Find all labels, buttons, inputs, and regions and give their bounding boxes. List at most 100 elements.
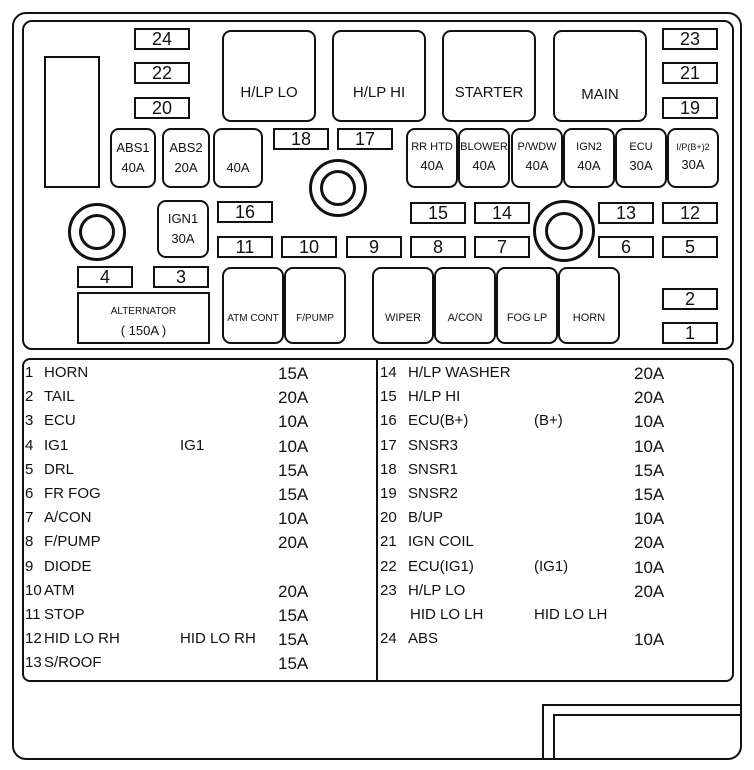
legend-number: 6	[25, 485, 34, 502]
slot-2: 2	[662, 288, 718, 310]
fuse-ign1: IGN1 30A	[157, 200, 209, 258]
legend-circuit-name: FR FOG	[44, 485, 101, 502]
relay-starter: STARTER	[442, 30, 536, 122]
legend-rating: 20A	[634, 533, 665, 553]
relay-label: H/LP LO	[240, 84, 298, 101]
legend-circuit-note: HID LO LH	[534, 606, 608, 623]
relay-wiper: WIPER	[372, 267, 434, 344]
fuse-rating: 30A	[681, 156, 705, 172]
legend-circuit-name: TAIL	[44, 388, 75, 406]
legend-circuit-name: B/UP	[408, 509, 444, 527]
legend-circuit-name: SNSR2	[408, 485, 459, 502]
legend-circuit-note: (B+)	[534, 412, 563, 430]
legend-number: 15	[380, 388, 397, 406]
slot-21: 21	[662, 62, 718, 84]
mounting-bolt-right	[533, 200, 595, 262]
slot-4: 4	[77, 266, 133, 288]
corner-bracket-inner	[553, 714, 742, 760]
relay-label: STARTER	[454, 84, 524, 101]
fuse-rating: 20A	[174, 160, 198, 175]
relay-label: H/LP HI	[352, 84, 406, 101]
relay-label: ATM CONT	[227, 313, 279, 324]
relay-atm-cont: ATM CONT	[222, 267, 284, 344]
relay-label: WIPER	[384, 312, 422, 324]
fuse-name: RR HTD	[411, 141, 453, 154]
fuse-name: IGN2	[576, 141, 602, 154]
legend-circuit-name: HID LO LH	[410, 606, 484, 623]
relay-hlp-hi: H/LP HI	[332, 30, 426, 122]
blank-block	[44, 56, 100, 188]
slot-23: 23	[662, 28, 718, 50]
fuse-rating: 40A	[121, 160, 145, 175]
slot-14: 14	[474, 202, 530, 224]
bolt-inner	[320, 170, 356, 206]
fuse-ecu: ECU 30A	[615, 128, 667, 188]
slot-20: 20	[134, 97, 190, 119]
mounting-bolt-left	[68, 203, 126, 261]
slot-12: 12	[662, 202, 718, 224]
legend-circuit-name: A/CON	[44, 509, 92, 527]
slot-7: 7	[474, 236, 530, 258]
legend-rating: 20A	[634, 364, 665, 383]
legend-circuit-note: HID LO RH	[180, 630, 256, 648]
relay-label: F/PUMP	[296, 313, 334, 324]
legend-rating: 10A	[634, 557, 665, 577]
slot-9: 9	[346, 236, 402, 258]
legend-circuit-name: ECU	[44, 412, 76, 430]
fuse-rating: 30A	[629, 158, 653, 174]
legend-number: 5	[25, 460, 34, 478]
slot-22: 22	[134, 62, 190, 84]
legend-circuit-name: DIODE	[44, 557, 92, 575]
legend-rating: 10A	[634, 630, 665, 650]
relay-acon: A/CON	[434, 267, 496, 344]
fuse-abs1: ABS1 40A	[110, 128, 156, 188]
fuse-name: I/P(B+)2	[676, 141, 710, 152]
legend-circuit-name: ECU(B+)	[408, 412, 469, 430]
fuse-blower: BLOWER 40A	[458, 128, 510, 188]
legend-rating: 10A	[634, 509, 665, 529]
slot-16: 16	[217, 201, 273, 223]
slot-18: 18	[273, 128, 329, 150]
fuse-rating: 40A	[226, 159, 250, 175]
fuse-alternator: ALTERNATOR ( 150A )	[77, 292, 210, 344]
legend-number: 18	[380, 460, 397, 478]
mounting-bolt-center	[309, 159, 367, 217]
legend-circuit-name: IG1	[44, 436, 69, 454]
legend-number: 1	[25, 364, 34, 381]
legend-rating: 10A	[634, 436, 665, 456]
legend-number: 11	[25, 606, 41, 623]
legend-number: 7	[25, 509, 34, 527]
legend-rating: 10A	[278, 436, 309, 456]
legend-circuit-name: IGN COIL	[408, 533, 474, 551]
legend-rating: 10A	[278, 412, 309, 432]
legend-number: 4	[25, 436, 34, 454]
relay-label: MAIN	[581, 86, 619, 103]
relay-label: A/CON	[447, 312, 483, 324]
fuse-rating: 40A	[525, 158, 549, 174]
legend-number: 17	[380, 436, 397, 454]
relay-fpump: F/PUMP	[284, 267, 346, 344]
relay-label: HORN	[572, 312, 606, 324]
slot-6: 6	[598, 236, 654, 258]
fuse-name: ECU	[629, 141, 653, 154]
slot-13: 13	[598, 202, 654, 224]
slot-1: 1	[662, 322, 718, 344]
legend-rating: 10A	[634, 412, 665, 432]
slot-8: 8	[410, 236, 466, 258]
slot-17: 17	[337, 128, 393, 150]
relay-hlp-lo: H/LP LO	[222, 30, 316, 122]
legend-number: 2	[25, 388, 34, 406]
slot-3: 3	[153, 266, 209, 288]
legend-rating: 15A	[634, 485, 665, 504]
fuse-name: ABS2	[169, 139, 203, 155]
legend-circuit-name: STOP	[44, 606, 85, 623]
fuse-rating: 40A	[577, 158, 601, 174]
relay-horn: HORN	[558, 267, 620, 344]
legend-circuit-name: HORN	[44, 364, 89, 381]
legend-circuit-name: DRL	[44, 460, 75, 478]
legend-number: 23	[380, 581, 397, 599]
relay-foglp: FOG LP	[496, 267, 558, 344]
legend-circuit-name: H/LP LO	[408, 581, 466, 599]
fuse-rating: 40A	[420, 158, 444, 174]
